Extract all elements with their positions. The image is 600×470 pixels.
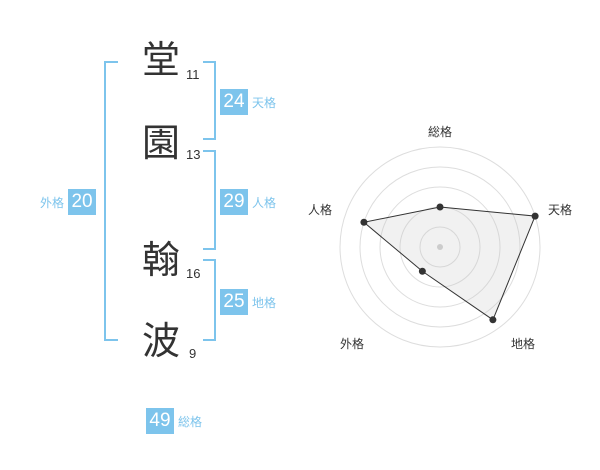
jin-bracket: [203, 150, 216, 250]
radar-label-chi: 地格: [511, 337, 536, 351]
outer-bracket: [104, 61, 118, 341]
chi-fortune-value: 25: [220, 289, 248, 315]
name-char-4: 波: [142, 319, 181, 363]
radar-center-dot: [437, 244, 443, 250]
name-char-1: 堂: [142, 38, 181, 82]
chi-fortune: 25 地格: [220, 289, 276, 315]
stroke-count-3: 16: [186, 266, 201, 281]
jin-fortune-value: 29: [220, 189, 248, 215]
chi-bracket: [203, 259, 216, 341]
radar-point-2: [531, 212, 539, 220]
ten-bracket: [203, 61, 216, 140]
radar-label-gai: 外格: [340, 337, 365, 351]
sou-fortune-label: 総格: [178, 414, 203, 429]
ten-fortune-label: 天格: [252, 95, 277, 110]
radar-label-ten: 天格: [548, 203, 573, 217]
sou-fortune: 49 総格: [146, 408, 202, 434]
ten-fortune-value: 24: [220, 89, 248, 115]
radar-value-polygon: [362, 206, 536, 321]
stroke-count-1: 11: [186, 67, 200, 82]
stroke-count-4: 9: [189, 346, 197, 361]
gai-fortune-label: 外格: [40, 195, 65, 210]
radar-label-jin: 人格: [308, 203, 333, 217]
name-char-3: 翰: [142, 238, 181, 282]
gai-fortune-value: 20: [68, 189, 97, 215]
radar-point-4: [418, 267, 426, 275]
ten-fortune: 24 天格: [220, 89, 276, 115]
radar-grid-ring: [379, 186, 501, 308]
gai-fortune: 外格 20: [40, 189, 97, 215]
name-char-2: 園: [142, 121, 181, 165]
radar-grid-ring: [359, 166, 521, 328]
sou-fortune-value: 49: [146, 408, 174, 434]
radar-label-sou: 総格: [428, 125, 453, 139]
radar-point-1: [436, 203, 444, 211]
stroke-count-2: 13: [186, 147, 201, 162]
radar-grid-ring: [419, 226, 461, 268]
chi-fortune-label: 地格: [252, 295, 277, 310]
radar-point-3: [489, 316, 497, 324]
radar-point-5: [360, 218, 368, 226]
jin-fortune-label: 人格: [252, 195, 277, 210]
jin-fortune: 29 人格: [220, 189, 276, 215]
radar-grid-ring: [339, 146, 541, 348]
